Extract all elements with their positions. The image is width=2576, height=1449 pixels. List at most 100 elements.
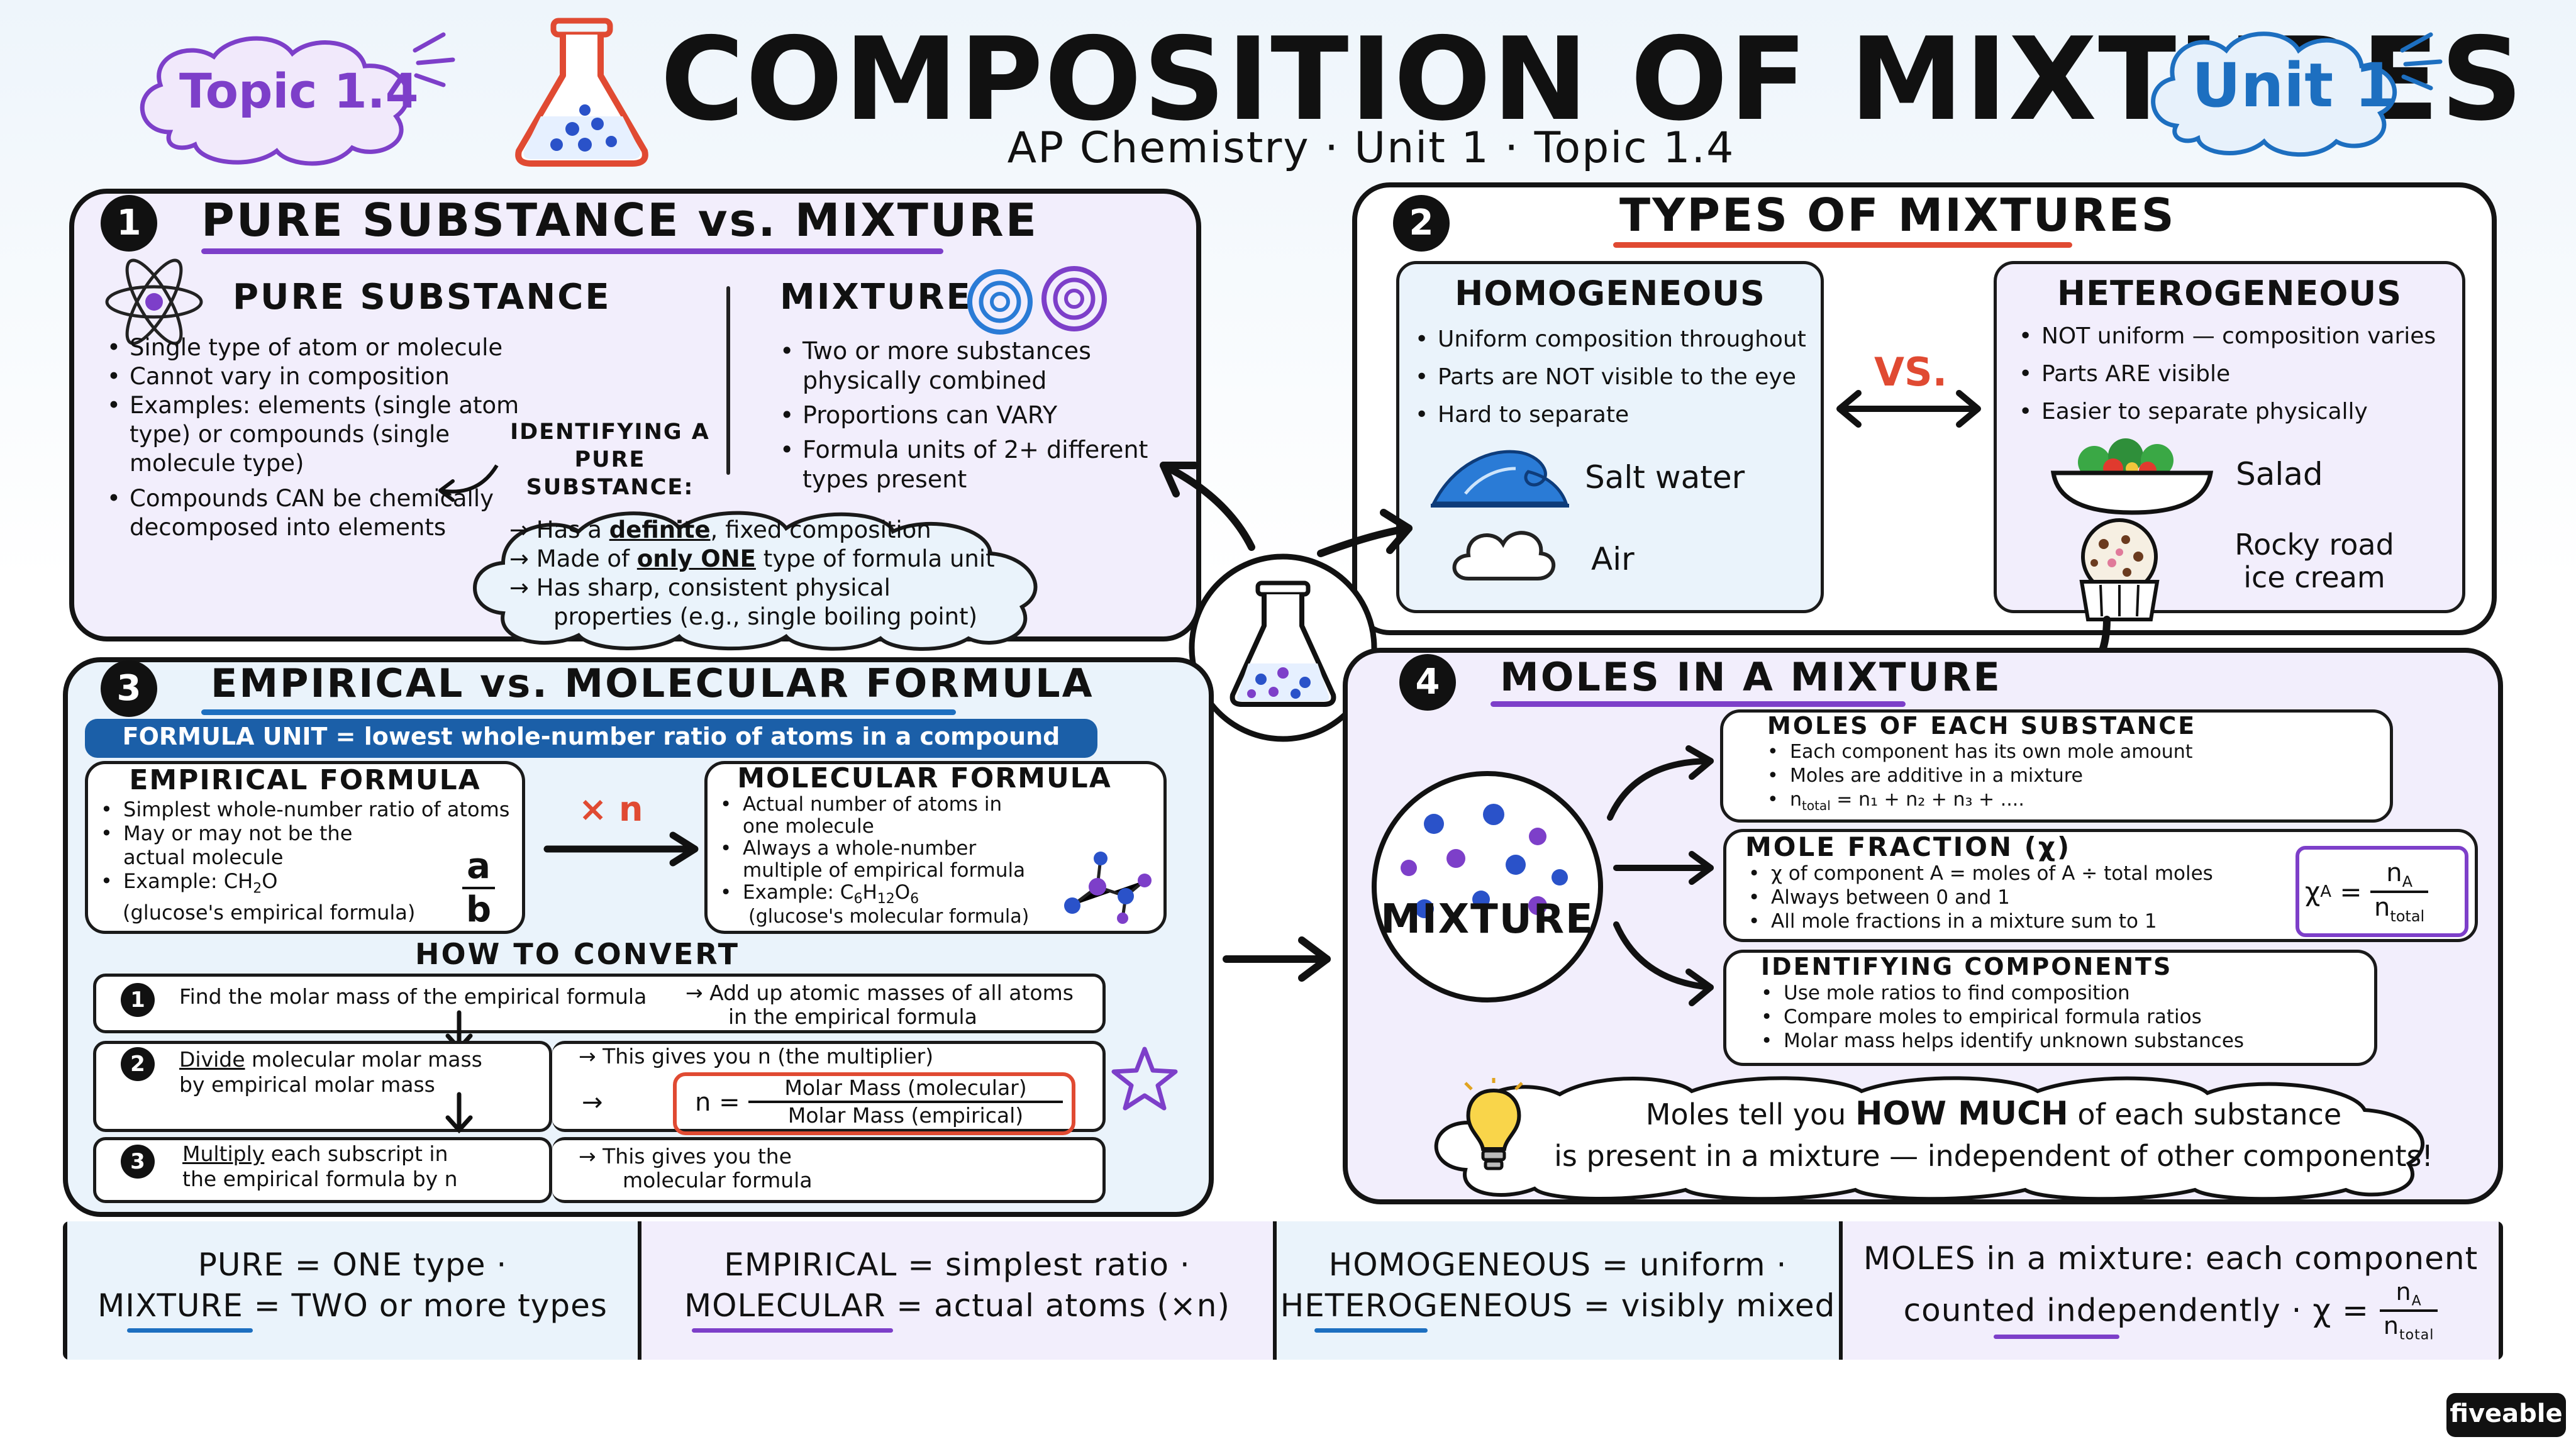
identify-cloud-text: → Has a definite, fixed composition → Ma… <box>509 516 1025 631</box>
panel-3-number: 3 <box>101 660 157 717</box>
moles-bullet: ntotal = n₁ + n₂ + n₃ + .... <box>1767 788 2406 818</box>
panel-4-number: 4 <box>1399 654 1456 711</box>
cloud-emphasis: HOW MUCH <box>1855 1095 2068 1133</box>
how-to-convert-heading: HOW TO CONVERT <box>415 937 740 971</box>
cloud-text: type of formula unit <box>755 545 995 572</box>
cloud-line-1: → Has a definite, fixed composition <box>509 516 931 543</box>
summary-pure-line-2: MIXTURE = TWO or more types <box>97 1287 608 1324</box>
fraction-numerator-subscript: A <box>2402 873 2412 891</box>
step-3-text: Multiply each subscript in the empirical… <box>182 1141 547 1192</box>
identifying-bullet: Use mole ratios to find composition <box>1761 981 2381 1005</box>
cloud-line-4: properties (e.g., single boiling point) <box>553 603 978 630</box>
panel-4-title-underline <box>1491 701 1906 707</box>
identify-pure-label: IDENTIFYING A PURE SUBSTANCE: <box>510 419 710 500</box>
topic-badge: Topic 1.4 <box>179 63 419 119</box>
mixture-branch-arrows <box>1607 745 1714 1006</box>
swirl-icon <box>967 266 1107 335</box>
homo-bullet: Hard to separate <box>1415 396 1846 434</box>
unit-badge-cloud <box>2151 31 2397 157</box>
panel-2-title: TYPES OF MIXTURES <box>1619 189 2176 242</box>
moles-each-substance-bullets: Each component has its own mole amount M… <box>1761 740 2406 818</box>
heterogeneous-bullets: NOT uniform — composition varies Parts A… <box>2012 318 2482 431</box>
molecular-bullet-text: Always a whole-number <box>743 837 977 860</box>
homo-bullet: Parts are NOT visible to the eye <box>1415 358 1846 396</box>
formula: O <box>262 869 278 893</box>
fraction-numerator: n <box>2386 858 2402 887</box>
convert-step-3 <box>93 1137 552 1203</box>
salad-icon <box>2050 438 2214 515</box>
topic-badge-sparkle <box>413 32 455 87</box>
empirical-bullets: Simplest whole-number ratio of atoms May… <box>94 797 538 901</box>
cloud-line-2: → Made of only ONE type of formula unit <box>509 545 995 572</box>
formula-unit-banner <box>85 719 1097 758</box>
summary-fraction-denominator: n <box>2383 1311 2400 1340</box>
rocky-road-line-2: ice cream <box>2243 560 2385 594</box>
topic-badge-cloud <box>140 36 410 166</box>
multiplier-label: × n <box>579 789 643 829</box>
homogeneous-bullets: Uniform composition throughout Parts are… <box>1409 321 1846 434</box>
mole-fraction-bullet: χ of component A = moles of A ÷ total mo… <box>1748 862 2337 886</box>
summary-cell-empirical: EMPIRICAL = simplest ratio · MOLECULAR =… <box>641 1221 1277 1360</box>
molecular-bullet: Example: C6H12O6 <box>720 882 1095 910</box>
formula-subscript: 2 <box>253 880 262 897</box>
convert-step-1 <box>93 974 1106 1033</box>
cloud-emphasis: only ONE <box>636 545 756 572</box>
molar-mass-numerator: Molar Mass (molecular) <box>748 1075 1063 1103</box>
panel-4-title: MOLES IN A MIXTURE <box>1500 654 2002 700</box>
step-2-text: Divide molecular molar mass by empirical… <box>179 1047 544 1097</box>
brand-name: fiveable <box>2450 1399 2563 1428</box>
molar-mass-equation-lhs: n = <box>695 1088 740 1117</box>
moles-cloud-text: Moles tell you HOW MUCH of each substanc… <box>1547 1093 2440 1177</box>
molar-mass-equation-box <box>673 1072 1075 1135</box>
cloud-icon <box>1452 531 1555 580</box>
mixture-circle <box>1372 771 1603 1002</box>
convert-step-2 <box>93 1041 552 1132</box>
vs-label: VS. <box>1874 349 1948 395</box>
homogeneous-heading: HOMOGENEOUS <box>1455 274 1765 313</box>
step-3-keyword: Multiply <box>182 1141 265 1166</box>
formula-subscript: 12 <box>877 891 895 908</box>
pure-bullet: Compounds CAN be chemically decomposed i… <box>107 484 532 542</box>
formula-unit-banner-text: FORMULA UNIT = lowest whole-number ratio… <box>122 723 1060 750</box>
mixture-bullet: Two or more substances physically combin… <box>780 336 1155 396</box>
pure-substance-heading: PURE SUBSTANCE <box>233 277 611 318</box>
molecular-bullet-text: one molecule <box>743 815 874 838</box>
cloud-emphasis: definite <box>609 516 711 543</box>
hetero-bullet: Parts ARE visible <box>2019 355 2482 393</box>
identify-cloud <box>473 511 1038 651</box>
summary-homogeneous-line-1: HOMOGENEOUS = uniform · <box>1328 1246 1787 1283</box>
step-3-text-part: the empirical formula by n <box>182 1167 458 1191</box>
step-2-text-part: by empirical molar mass <box>179 1072 435 1097</box>
chi-symbol: χ <box>2305 876 2321 908</box>
n-symbol: n <box>1790 789 1802 811</box>
example-label: Example: <box>123 869 224 893</box>
cloud-text: , fixed composition <box>710 516 931 543</box>
panel-1-number: 1 <box>101 195 157 252</box>
step-2-number: 2 <box>121 1047 155 1081</box>
empirical-bullet: Simplest whole-number ratio of atoms <box>101 797 538 821</box>
step-2-arrow: → <box>582 1088 603 1117</box>
heterogeneous-heading: HETEROGENEOUS <box>2057 274 2402 313</box>
summary-empirical-line-1: EMPIRICAL = simplest ratio · <box>724 1246 1191 1283</box>
step-3-number: 3 <box>121 1145 155 1179</box>
convert-step-3-right <box>552 1137 1106 1203</box>
molecule-icon <box>1064 852 1152 924</box>
panel-2-title-underline <box>1613 242 2072 248</box>
empirical-bullet: Example: CH2O <box>101 869 538 901</box>
panel-2-number: 2 <box>1393 195 1450 252</box>
step-1-note: → Add up atomic masses of all atoms in t… <box>686 981 1113 1029</box>
identifying-components-bullets: Use mole ratios to find composition Comp… <box>1755 981 2381 1053</box>
fraction-denominator: n <box>2373 893 2390 922</box>
homogeneous-example-2: Air <box>1591 541 1635 577</box>
step-1-note-line: in the empirical formula <box>728 1004 977 1029</box>
step-3-note-line: molecular formula <box>623 1168 813 1192</box>
mixture-bullet: Proportions can VARY <box>780 401 1155 430</box>
empirical-bullet-text: May or may not be the <box>123 821 353 845</box>
pure-bullet: Examples: elements (single atom type) or… <box>107 391 532 478</box>
mole-fraction-heading: MOLE FRACTION (χ) <box>1745 831 2072 862</box>
moles-bullet: Each component has its own mole amount <box>1767 740 2406 764</box>
moles-cloud-line-1: Moles tell you HOW MUCH of each substanc… <box>1547 1093 2440 1135</box>
